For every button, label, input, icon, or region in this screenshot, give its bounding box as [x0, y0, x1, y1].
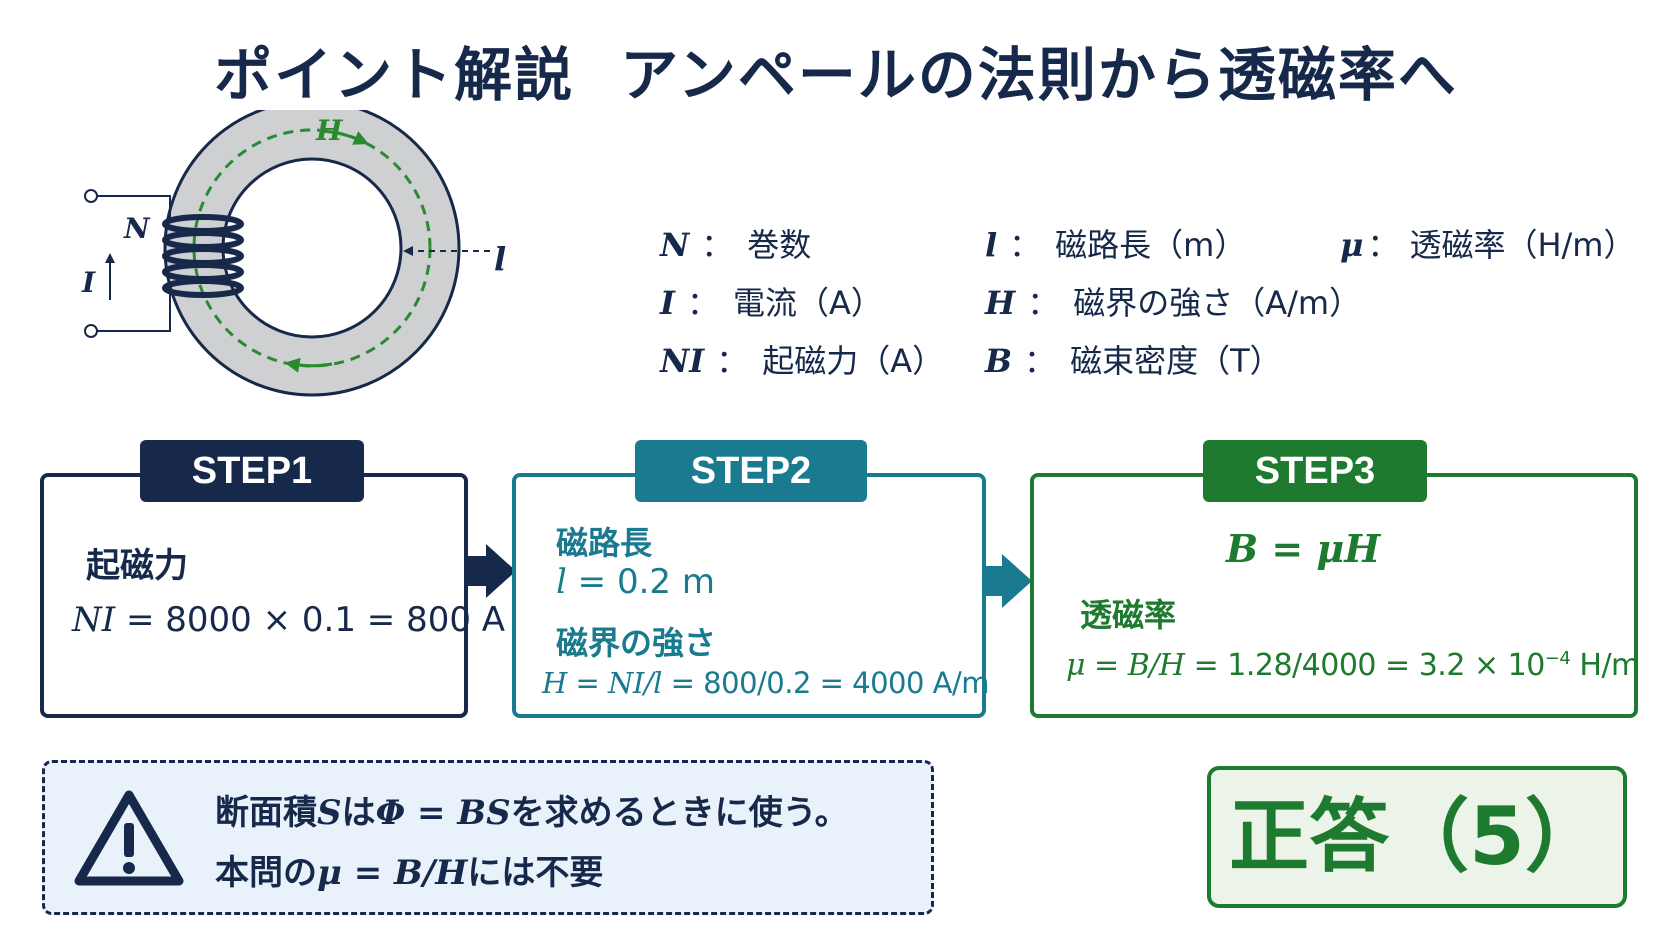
- legend-item-i: I：電流（A）: [660, 284, 883, 322]
- n-label: N: [123, 212, 151, 245]
- step1-box: [40, 473, 468, 718]
- step1-formula: NI = 8000 × 0.1 = 800 A: [72, 600, 506, 640]
- legend-item-h: H：磁界の強さ（A/m）: [985, 284, 1362, 322]
- legend-item-b: B：磁束密度（T）: [985, 342, 1282, 380]
- h-label: H: [315, 114, 344, 147]
- toroid-outer-edge: [163, 110, 461, 397]
- step2-to-step3-arrowhead: [1002, 554, 1032, 608]
- title-left: ポイント解説: [214, 41, 575, 109]
- step2-line1: l = 0.2 m: [556, 562, 715, 602]
- step2-line2: H = NI/l = 800/0.2 = 4000 A/m: [542, 666, 990, 700]
- step3-heading: 透磁率: [1080, 596, 1177, 634]
- page-title: ポイント解説アンペールの法則から透磁率へ: [0, 28, 1672, 112]
- step1-to-step2-arrowhead: [486, 544, 516, 598]
- coil-winding: [162, 214, 244, 298]
- toroid-inner-edge: [221, 157, 403, 339]
- legend-item-mu: μ：透磁率（H/m）: [1340, 226, 1636, 264]
- terminal-bottom: [84, 324, 98, 338]
- coil-leads: [95, 195, 171, 332]
- step2-heading2: 磁界の強さ: [556, 624, 717, 662]
- step1-label: STEP1: [140, 440, 364, 502]
- warning-icon: [74, 790, 184, 886]
- legend-item-ni: NI：起磁力（A）: [660, 342, 945, 380]
- magnetic-path: [192, 128, 432, 368]
- l-label: l: [494, 240, 506, 278]
- field-arrow-bottom: [284, 357, 333, 373]
- step2-label: STEP2: [635, 440, 867, 502]
- step3-label: STEP3: [1203, 440, 1427, 502]
- step1-heading: 起磁力: [86, 546, 188, 586]
- step2-heading1: 磁路長: [556, 524, 653, 562]
- step3-formula-top: B = μH: [1226, 526, 1381, 571]
- i-label: I: [81, 266, 96, 299]
- note-box: 断面積SはΦ = BSを求めるときに使う。 本問のμ = B/Hには不要: [42, 760, 934, 915]
- terminal-top: [84, 189, 98, 203]
- answer-box: 正答（5）: [1207, 766, 1627, 908]
- note-line1: 断面積SはΦ = BSを求めるときに使う。: [215, 793, 849, 833]
- step3-formula: μ = B/H = 1.28/4000 = 3.2 × 10−4 H/m: [1066, 648, 1640, 683]
- note-line2: 本問のμ = B/Hには不要: [215, 853, 604, 893]
- title-right: アンペールの法則から透磁率へ: [620, 41, 1458, 109]
- legend-item-l: l：磁路長（m）: [985, 226, 1247, 264]
- step1-to-step2-arrow: [466, 556, 488, 586]
- step2-to-step3-arrow: [984, 566, 1004, 596]
- field-arrow-top: [321, 129, 369, 145]
- toroid-diagram: H N I l: [81, 110, 506, 397]
- legend-item-n: N：巻数: [660, 226, 812, 264]
